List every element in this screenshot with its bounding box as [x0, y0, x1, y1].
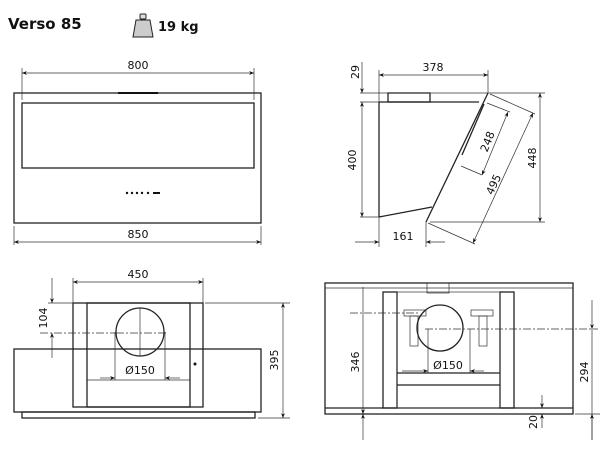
front-view: 800 850 — [13, 59, 262, 245]
dim-850: 850 — [128, 228, 149, 241]
dim-294: 294 — [578, 362, 591, 383]
side-view: 378 29 400 448 495 248 161 — [346, 61, 545, 247]
dim-378: 378 — [423, 61, 444, 74]
dim-29: 29 — [349, 65, 362, 79]
dim-400: 400 — [346, 150, 359, 171]
rear-view-left: Ø150 450 104 395 — [13, 268, 290, 419]
dim-104: 104 — [37, 308, 50, 329]
dim-800: 800 — [128, 59, 149, 72]
model-title: Verso 85 — [8, 15, 82, 33]
dim-450: 450 — [128, 268, 149, 281]
dim-395: 395 — [268, 350, 281, 371]
dim-diameter-150-left: Ø150 — [125, 364, 155, 377]
control-buttons — [125, 191, 160, 195]
dim-diameter-150-right: Ø150 — [433, 359, 463, 372]
rear-view-right: Ø150 346 294 20 — [324, 282, 600, 440]
dim-495: 495 — [483, 172, 504, 197]
dim-346: 346 — [349, 352, 362, 373]
weight-icon — [132, 13, 154, 38]
dim-248: 248 — [478, 130, 498, 154]
dim-448: 448 — [526, 148, 539, 169]
weight-label: 19 kg — [158, 20, 199, 35]
dim-20: 20 — [527, 415, 540, 429]
dim-161: 161 — [393, 230, 414, 243]
